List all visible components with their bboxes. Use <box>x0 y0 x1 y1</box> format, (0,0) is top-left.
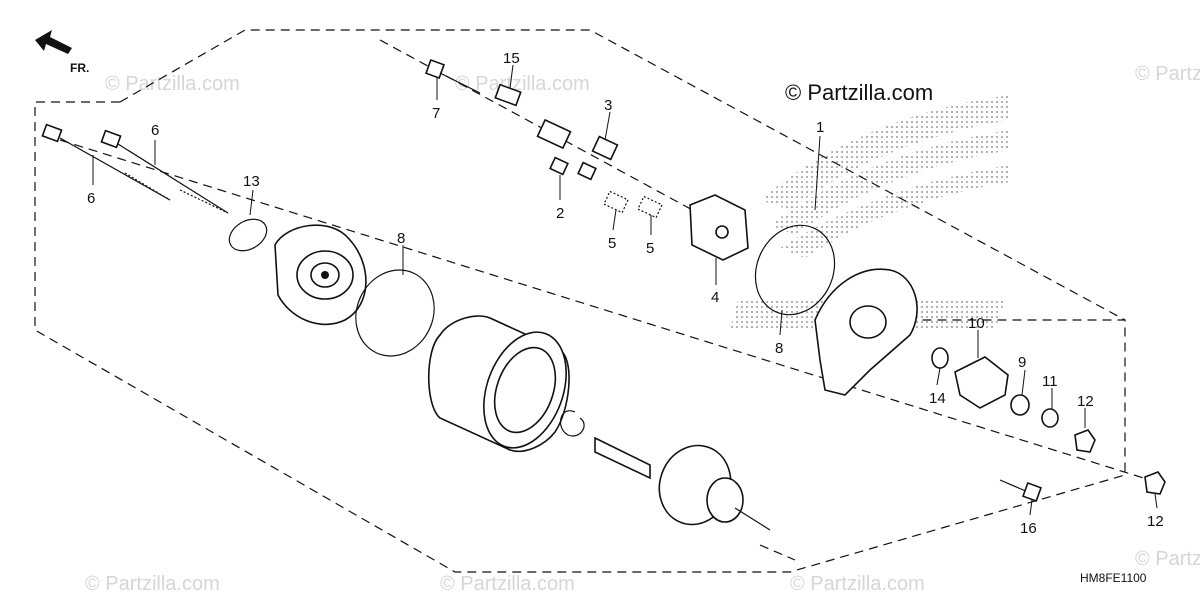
terminal-bolt <box>425 59 522 107</box>
hex-nut <box>1144 471 1166 495</box>
motor-case <box>427 315 570 452</box>
diagram-code: HM8FE1100 <box>1080 571 1147 585</box>
copyright-text: © Partzilla.com <box>785 80 933 105</box>
callout-12: 12 <box>1077 393 1094 410</box>
rear-cover <box>814 268 918 396</box>
o-ring <box>228 218 268 252</box>
callout-11: 11 <box>1042 373 1058 390</box>
callout-8: 8 <box>397 230 405 247</box>
flange-bolt <box>999 479 1042 502</box>
callout-labels: 1 2 3 4 5 5 6 6 7 8 8 9 10 11 12 12 13 1… <box>87 50 1164 537</box>
front-cover <box>274 224 367 326</box>
callout-7: 7 <box>432 105 440 122</box>
watermark-text: © Partzilla.com <box>790 573 925 595</box>
callout-10: 10 <box>968 315 985 332</box>
front-arrow-icon: FR. <box>35 30 89 75</box>
brush-holder <box>536 118 619 181</box>
callout-1: 1 <box>816 119 824 136</box>
leader-lines <box>92 64 1158 516</box>
snap-ring <box>559 410 585 437</box>
o-ring-large <box>754 224 836 316</box>
callout-5: 5 <box>608 235 616 252</box>
callout-8: 8 <box>775 340 783 357</box>
washer <box>1010 394 1030 416</box>
watermark-text: © Partzilla.com <box>1135 548 1200 570</box>
brush-spring <box>637 195 663 219</box>
callout-14: 14 <box>929 390 946 407</box>
long-bolt <box>41 123 171 201</box>
axis-line <box>59 139 1151 481</box>
assembly-outline <box>34 29 1126 573</box>
callout-3: 3 <box>604 97 612 114</box>
callout-15: 15 <box>503 50 520 67</box>
front-marker-label: FR. <box>70 61 89 75</box>
axis-line <box>759 544 796 561</box>
brush-holder-block <box>689 194 749 261</box>
callout-12: 12 <box>1147 513 1164 530</box>
watermark-layer: © Partzilla.com © Partzilla.com © Partzi… <box>85 63 1200 595</box>
callout-16: 16 <box>1020 520 1037 537</box>
watermark-text: © Partzilla.com <box>85 573 220 595</box>
brand-wing-logo <box>730 95 1010 330</box>
watermark-text: © Partzilla.com <box>1135 63 1200 85</box>
callout-9: 9 <box>1018 354 1026 371</box>
washer <box>1041 408 1059 428</box>
long-bolt <box>100 129 229 214</box>
hex-nut <box>1074 429 1096 453</box>
callout-6: 6 <box>151 122 159 139</box>
brush-spring <box>603 190 629 214</box>
callout-6: 6 <box>87 190 95 207</box>
watermark-text: © Partzilla.com <box>105 73 240 95</box>
callout-13: 13 <box>243 173 260 190</box>
dust-cap <box>954 356 1009 409</box>
callout-4: 4 <box>711 289 719 306</box>
o-ring-large <box>355 269 435 357</box>
watermark-text: © Partzilla.com <box>440 573 575 595</box>
armature <box>594 436 771 531</box>
callout-5: 5 <box>646 240 654 257</box>
washer <box>931 347 949 369</box>
watermark-text: © Partzilla.com <box>455 73 590 95</box>
callout-2: 2 <box>556 205 564 222</box>
